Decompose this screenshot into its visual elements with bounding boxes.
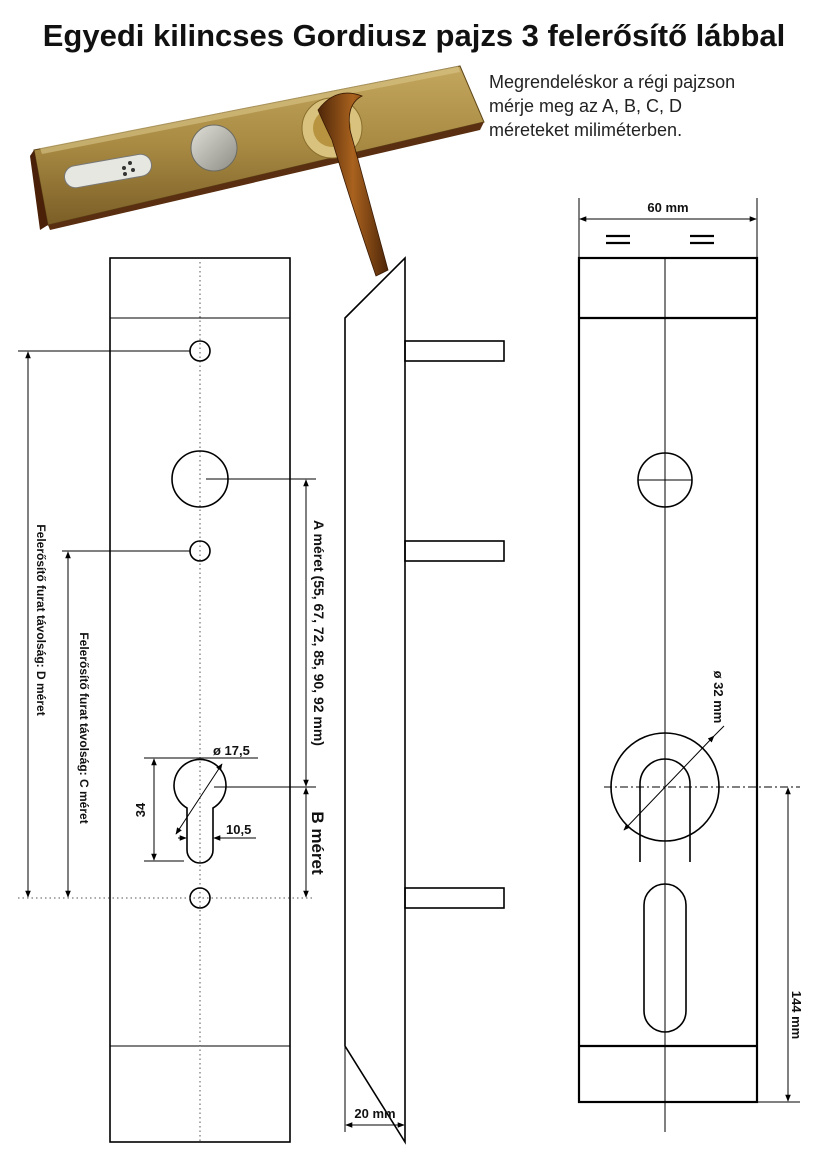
lever-handle-icon (301, 92, 389, 277)
front-view-left (18, 257, 316, 1143)
dim-34-label: 34 (133, 802, 148, 817)
note-line: mérje meg az A, B, C, D (489, 96, 683, 116)
dia-17-5-label: ø 17,5 (213, 743, 250, 758)
b-meret-label: B méret (308, 811, 327, 875)
width-60-label: 60 mm (647, 200, 688, 215)
dim-144-label: 144 mm (789, 991, 804, 1039)
knob-icon (190, 124, 238, 172)
product-photo (30, 65, 485, 277)
note-line: méreteket miliméterben. (489, 120, 683, 140)
key-indicator-icon (64, 153, 152, 189)
cylinder-cutout (173, 758, 227, 864)
a-meret-label: A méret (55, 67, 72, 85, 90, 92 mm) (311, 520, 327, 746)
d-meret-label: Felerősítő furat távolság: D méret (34, 524, 48, 715)
side-view (344, 256, 505, 1145)
depth-20-label: 20 mm (354, 1106, 395, 1121)
note-line: Megrendeléskor a régi pajzson (489, 72, 736, 92)
order-note: Megrendeléskor a régi pajzson mérje meg … (489, 70, 819, 142)
page-title: Egyedi kilincses Gordiusz pajzs 3 felerő… (42, 18, 786, 53)
front-view-right (577, 198, 800, 1132)
dim-10-5-label: 10,5 (226, 822, 251, 837)
c-meret-label: Felerősítő furat távolság: C méret (77, 632, 91, 823)
dia-32-label: ø 32 mm (711, 671, 726, 724)
